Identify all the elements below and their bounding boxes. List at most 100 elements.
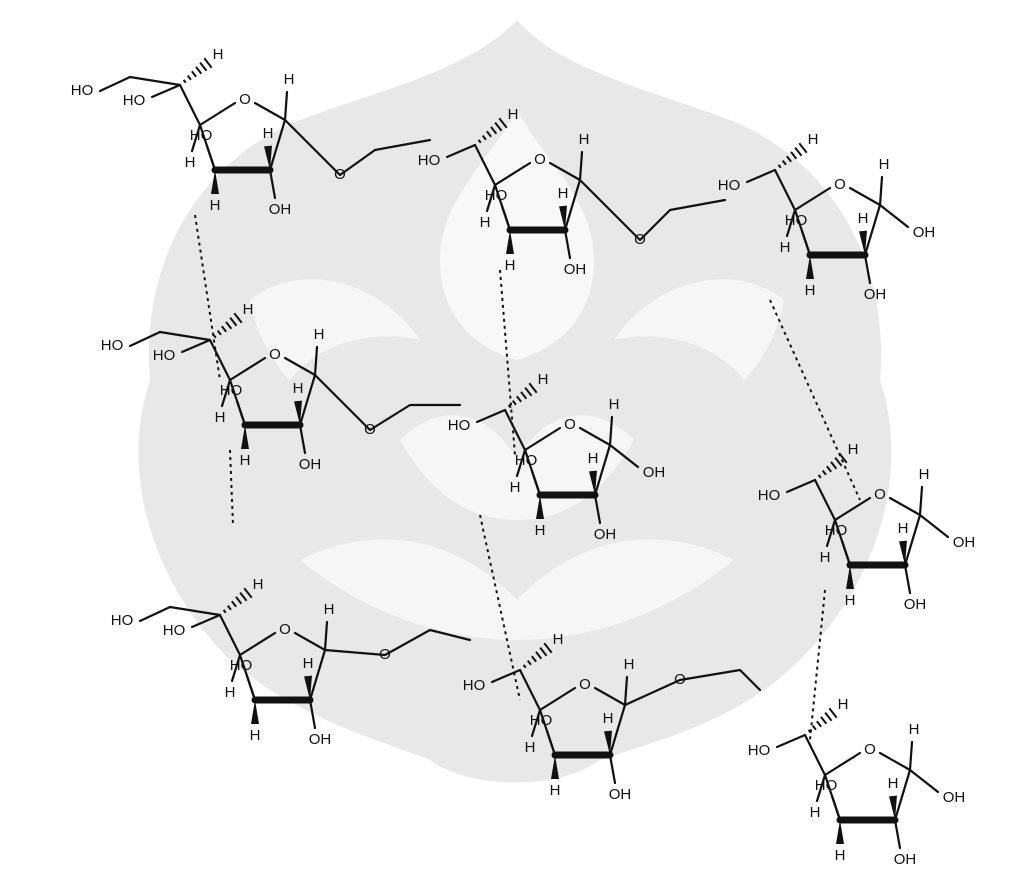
- bond-c5-oh: [745, 168, 777, 184]
- bond-c1-h: [313, 345, 319, 377]
- hydrogen-label: H: [588, 450, 599, 467]
- hydroxyl-label: HO: [825, 522, 848, 539]
- hash-c5-h: [817, 452, 848, 479]
- hash-stroke: [229, 316, 238, 327]
- ring-oxygen: O: [834, 176, 846, 193]
- hydrogen-label: H: [858, 210, 869, 227]
- hydrogen-label: H: [879, 156, 890, 173]
- ring-bond: [823, 751, 862, 777]
- hydrogen-label: H: [624, 656, 635, 673]
- bond-c4-c5: [218, 613, 242, 657]
- bond-c5-oh: [190, 613, 222, 629]
- hydroxyl-label: HO: [123, 92, 146, 109]
- hash-stroke: [231, 600, 237, 608]
- bond-c6-oh: [98, 75, 132, 93]
- hash-stroke: [824, 711, 833, 722]
- hydrogen-label: H: [848, 441, 859, 458]
- bond-c2-oh: [268, 168, 277, 200]
- hash-stroke: [226, 604, 232, 611]
- hydroxyl-label: HO: [163, 622, 186, 639]
- wedge-c3-h: [251, 700, 259, 724]
- wedge-c3-h: [551, 755, 559, 779]
- ring-bond: [493, 161, 532, 187]
- hydrogen-label: H: [603, 710, 614, 727]
- bond-c4-c5: [178, 83, 202, 127]
- bond-c4-h: [485, 183, 497, 213]
- hydroxyl-label: OH: [864, 286, 887, 303]
- hydrogen-label: H: [213, 46, 224, 63]
- linkage-oxygen: O: [364, 421, 376, 438]
- bond-c5-oh: [775, 733, 807, 749]
- hash-stroke: [243, 587, 253, 599]
- hash-stroke: [199, 61, 208, 72]
- bond-c6-oh: [128, 330, 162, 348]
- hydrogen-label: H: [835, 847, 846, 864]
- hydroxyl-label: HO: [220, 382, 243, 399]
- ring-bond: [293, 631, 327, 652]
- hash-stroke: [221, 325, 227, 333]
- ring-oxygen: O: [874, 486, 886, 503]
- ring-oxygen: O: [269, 346, 281, 363]
- hydroxyl-label: HO: [785, 212, 808, 229]
- bond-c4-h: [190, 123, 202, 153]
- wedge-c2-h: [264, 145, 272, 170]
- hydroxyl-label: HO: [230, 657, 253, 674]
- bond-c1-h: [578, 150, 584, 182]
- hash-c5-h: [507, 382, 538, 409]
- hydroxyl-label: OH: [913, 224, 936, 241]
- hydrogen-label: H: [284, 71, 295, 88]
- ring-bond: [538, 686, 577, 712]
- bond-c1-oh: [918, 513, 950, 539]
- hydroxyl-label: OH: [609, 786, 632, 803]
- hydrogen-label: H: [240, 452, 251, 469]
- bond-c5-oh: [475, 408, 507, 424]
- bond-c1-h: [623, 675, 629, 707]
- hydrogen-label: H: [805, 282, 816, 299]
- hash-stroke: [816, 720, 822, 728]
- wedge-c2-h: [899, 540, 907, 565]
- hydroxyl-label: HO: [485, 187, 508, 204]
- bond-c3-oh: [545, 729, 557, 757]
- hydrogen-label: H: [505, 257, 516, 274]
- hash-stroke: [195, 66, 203, 75]
- hydrogen-label: H: [810, 804, 821, 821]
- hydrogen-label: H: [210, 197, 221, 214]
- glycosidic-linkage-1: [283, 118, 432, 177]
- ring-bond: [793, 186, 832, 212]
- hash-stroke: [239, 591, 248, 602]
- wedge-c2-h: [859, 230, 867, 255]
- bond-c1-h: [323, 620, 329, 652]
- hydrogen-label: H: [919, 466, 930, 483]
- bond-c4-h: [220, 378, 232, 408]
- hydrogen-label: H: [550, 782, 561, 799]
- hash-stroke: [203, 57, 213, 69]
- hash-c5-h: [222, 587, 253, 614]
- bond-c1-h: [878, 175, 884, 207]
- glycosidic-linkage-4: [323, 628, 472, 657]
- hydroxyl-label: OH: [953, 534, 976, 551]
- bond-c1-oh: [608, 443, 640, 469]
- hydroxyl-label: OH: [904, 596, 927, 613]
- hydrogen-label: H: [558, 185, 569, 202]
- hash-stroke: [781, 159, 787, 166]
- bond-c3-oh: [245, 674, 257, 702]
- bond-c3-oh: [500, 204, 512, 232]
- hydroxyl-label: HO: [153, 347, 176, 364]
- hydroxyl-label: OH: [643, 464, 666, 481]
- ring-bond: [523, 426, 562, 452]
- hash-stroke: [790, 151, 798, 160]
- ring-bond: [548, 161, 582, 182]
- ring-oxygen: O: [239, 91, 251, 108]
- hash-stroke: [798, 142, 808, 154]
- hash-stroke: [794, 146, 803, 157]
- ring-bond: [298, 373, 317, 427]
- bond-c4-c5: [518, 668, 542, 712]
- linkage-oxygen: O: [379, 646, 391, 663]
- wedge-c3-h: [836, 820, 844, 844]
- ring-bond: [593, 443, 612, 497]
